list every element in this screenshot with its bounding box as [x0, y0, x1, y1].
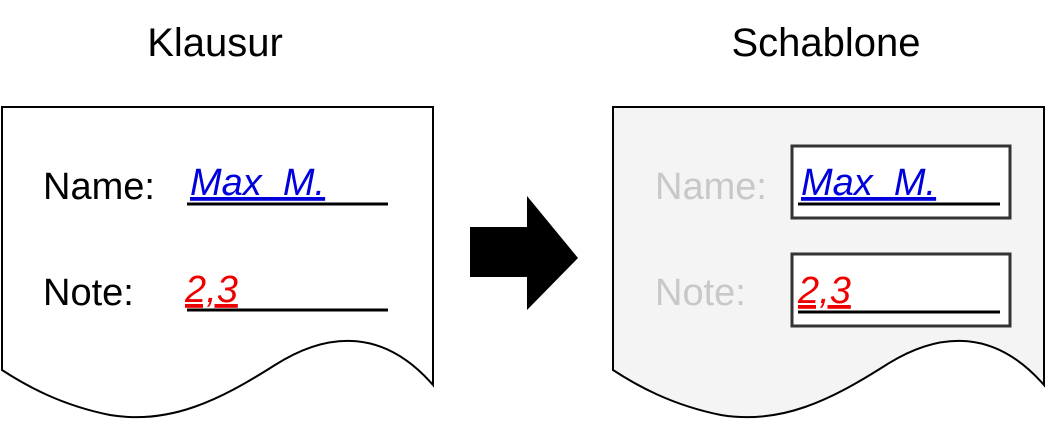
template-grade-label: Note:	[655, 272, 746, 314]
exam-title: Klausur	[147, 21, 283, 65]
right-arrow-icon	[470, 196, 578, 310]
template-title: Schablone	[731, 21, 920, 65]
template-grade-value: 2,3	[797, 270, 851, 312]
exam-sheet	[0, 106, 434, 419]
template-grade-field	[790, 252, 1012, 328]
exam-name-value: Max M.	[190, 162, 325, 204]
exam-grade-value: 2,3	[184, 269, 238, 311]
template-name-field	[790, 144, 1012, 220]
template-name-value: Max M.	[801, 162, 936, 204]
exam-grade-label: Note:	[43, 272, 134, 314]
exam-name-label: Name:	[43, 166, 155, 208]
template-name-label: Name:	[655, 166, 767, 208]
